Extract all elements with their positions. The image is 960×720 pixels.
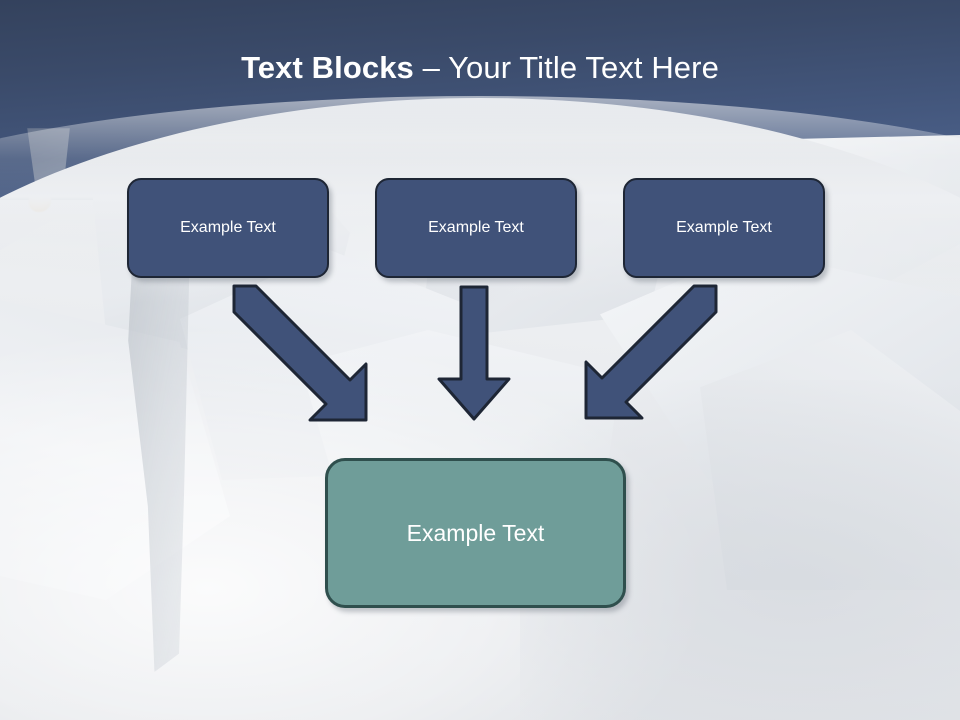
title-strong: Text Blocks bbox=[241, 50, 414, 85]
title-light: Your Title Text Here bbox=[448, 50, 719, 85]
text-block-result[interactable]: Example Text bbox=[325, 458, 626, 608]
text-block-result-label: Example Text bbox=[406, 519, 545, 546]
text-block-3[interactable]: Example Text bbox=[623, 178, 825, 278]
text-block-2[interactable]: Example Text bbox=[375, 178, 577, 278]
text-block-1-label: Example Text bbox=[180, 219, 276, 236]
text-block-2-label: Example Text bbox=[428, 219, 524, 236]
page-title: Text Blocks – Your Title Text Here bbox=[0, 48, 960, 88]
text-block-3-label: Example Text bbox=[676, 219, 772, 236]
text-block-1[interactable]: Example Text bbox=[127, 178, 329, 278]
title-separator: – bbox=[413, 50, 449, 85]
